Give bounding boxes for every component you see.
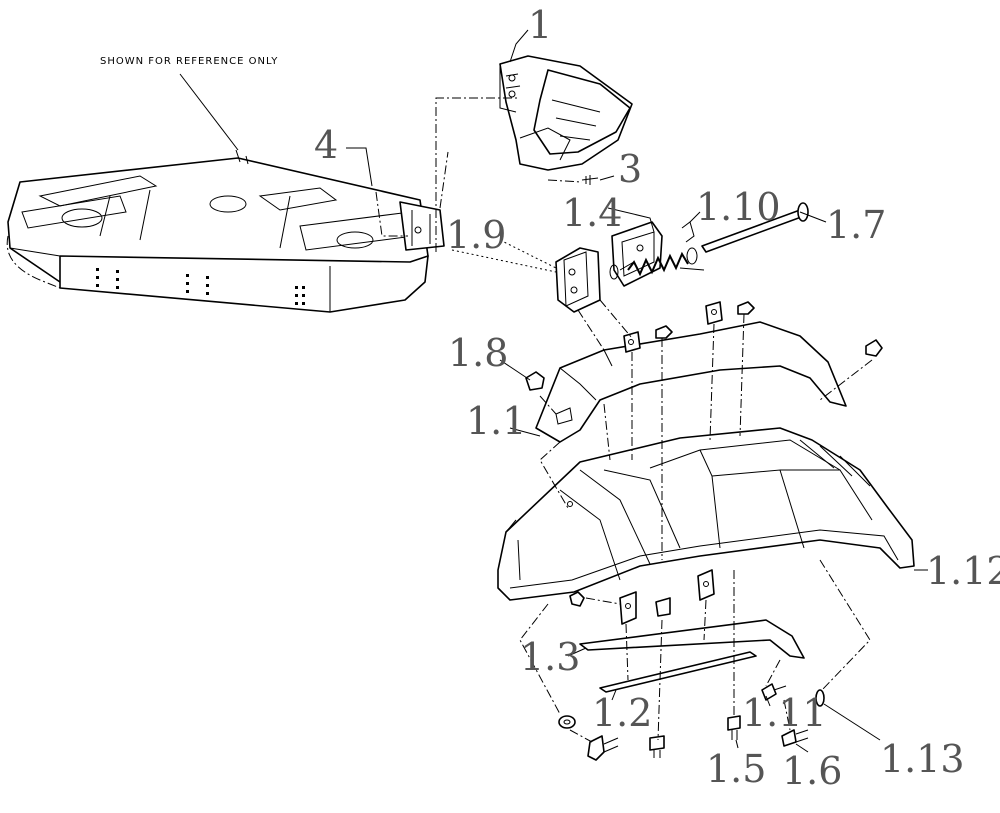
main-chute-part-1-12 xyxy=(497,427,915,601)
reference-note: SHOWN FOR REFERENCE ONLY xyxy=(100,56,278,67)
bracket-assembly-1-4-1-9 xyxy=(555,221,705,313)
callout-1-4: 1.4 xyxy=(562,191,622,235)
callout-1-7: 1.7 xyxy=(826,203,886,247)
nut-part-1-8 xyxy=(525,371,545,391)
callout-3: 3 xyxy=(618,147,642,191)
callout-1-3: 1.3 xyxy=(520,635,580,679)
fasteners xyxy=(558,591,825,761)
deflector-upper-assembly xyxy=(499,55,633,171)
callout-1-6: 1.6 xyxy=(782,749,842,793)
callout-1-11: 1.11 xyxy=(742,691,827,735)
callout-4: 4 xyxy=(314,123,338,167)
callout-1-2: 1.2 xyxy=(592,691,652,735)
callout-1-5: 1.5 xyxy=(706,747,766,791)
callout-1-8: 1.8 xyxy=(448,331,508,375)
callout-1-12: 1.12 xyxy=(926,549,1000,593)
spring-1-10 xyxy=(609,247,698,280)
pin-part-3 xyxy=(581,175,599,185)
nut-right xyxy=(865,339,883,357)
callout-1-9: 1.9 xyxy=(446,213,506,257)
callout-1-1: 1.1 xyxy=(466,399,526,443)
mower-deck-reference xyxy=(6,149,445,313)
leader-lines xyxy=(179,29,928,753)
callout-1-13: 1.13 xyxy=(880,737,965,781)
lower-plate-part-1-2 xyxy=(599,651,757,693)
lower-plate-part-1-3 xyxy=(579,569,805,659)
assembly-lines xyxy=(375,97,873,743)
callout-1-10: 1.10 xyxy=(696,185,781,229)
upper-deflector-part-1-1 xyxy=(535,301,847,443)
rod-part-1-7 xyxy=(701,202,809,253)
callout-1: 1 xyxy=(528,3,552,47)
